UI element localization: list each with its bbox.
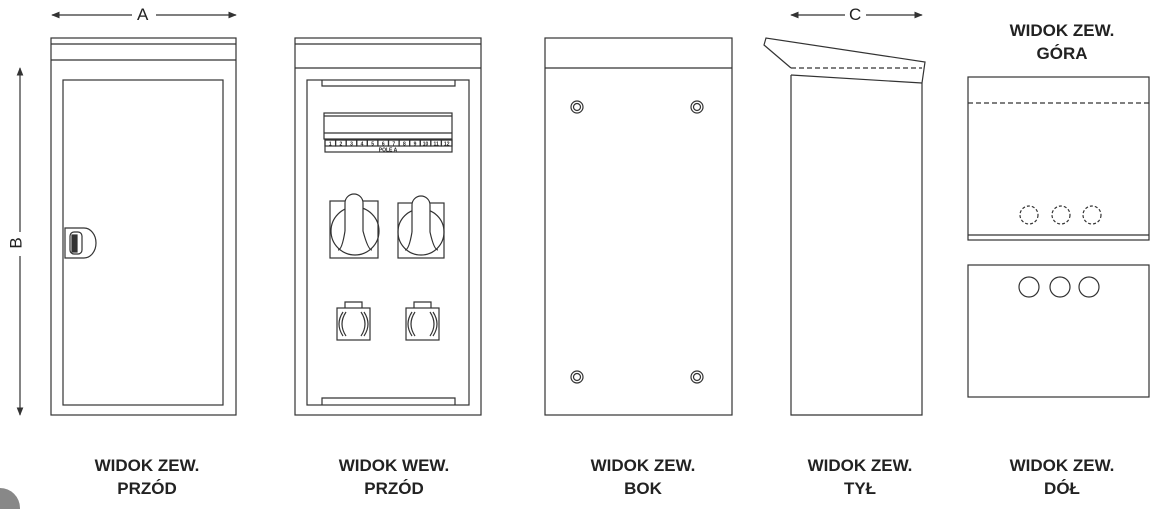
dimension-c-label: C	[849, 5, 862, 24]
terminal-number: 8	[403, 142, 406, 148]
view-label-line2: BOK	[624, 479, 662, 498]
terminal-number: 12	[444, 142, 450, 148]
rotary-switch-1	[329, 193, 380, 259]
terminal-cell	[440, 139, 453, 147]
terminal-number: 1	[329, 142, 332, 148]
side-view	[544, 37, 733, 416]
terminal-number: 3	[350, 142, 353, 148]
terminal-number: 4	[361, 142, 364, 148]
view-label-top: WIDOK ZEW. GÓRA	[972, 19, 1152, 65]
back-view	[763, 37, 926, 416]
terminal-number: 7	[392, 142, 395, 148]
terminal-number: 2	[339, 142, 342, 148]
terminal-number: 5	[371, 142, 374, 148]
door	[62, 79, 224, 406]
socket-1	[336, 301, 371, 341]
front-exterior-view	[50, 37, 237, 416]
view-label-line1: WIDOK ZEW.	[807, 456, 913, 475]
view-label-line1: WIDOK ZEW.	[1009, 456, 1115, 475]
view-label-bottom: WIDOK ZEW. DÓŁ	[972, 454, 1152, 500]
view-label-line2: DÓŁ	[1044, 479, 1080, 498]
terminal-block-label: POLE A	[379, 148, 398, 154]
door-handle-icon	[64, 227, 97, 259]
view-label-line1: WIDOK ZEW.	[1009, 21, 1115, 40]
view-label-line1: WIDOK WEW.	[338, 456, 450, 475]
dimension-a-label: A	[137, 5, 149, 24]
view-label-line2: PRZÓD	[364, 479, 424, 498]
top-view	[967, 76, 1150, 241]
view-label-side: WIDOK ZEW. BOK	[553, 454, 733, 500]
view-label-line2: GÓRA	[1036, 44, 1088, 63]
view-label-line1: WIDOK ZEW.	[94, 456, 200, 475]
bolt-icon	[690, 370, 704, 384]
view-label-front-interior: WIDOK WEW. PRZÓD	[304, 454, 484, 500]
bolt-icon	[570, 100, 584, 114]
rotary-switch-2	[397, 195, 445, 259]
socket-2	[405, 301, 440, 341]
bolt-icon	[690, 100, 704, 114]
view-label-line2: PRZÓD	[117, 479, 177, 498]
view-label-line2: TYŁ	[843, 479, 877, 498]
bolt-icon	[570, 370, 584, 384]
dimension-b-label: B	[6, 237, 26, 249]
view-label-line1: WIDOK ZEW.	[590, 456, 696, 475]
terminal-number: 6	[382, 142, 385, 148]
bottom-view	[967, 264, 1150, 398]
terminal-number: 11	[433, 142, 439, 148]
view-label-front-exterior: WIDOK ZEW. PRZÓD	[57, 454, 237, 500]
terminal-number: 9	[414, 142, 417, 148]
view-label-back: WIDOK ZEW. TYŁ	[770, 454, 950, 500]
terminal-number: 10	[423, 142, 429, 148]
